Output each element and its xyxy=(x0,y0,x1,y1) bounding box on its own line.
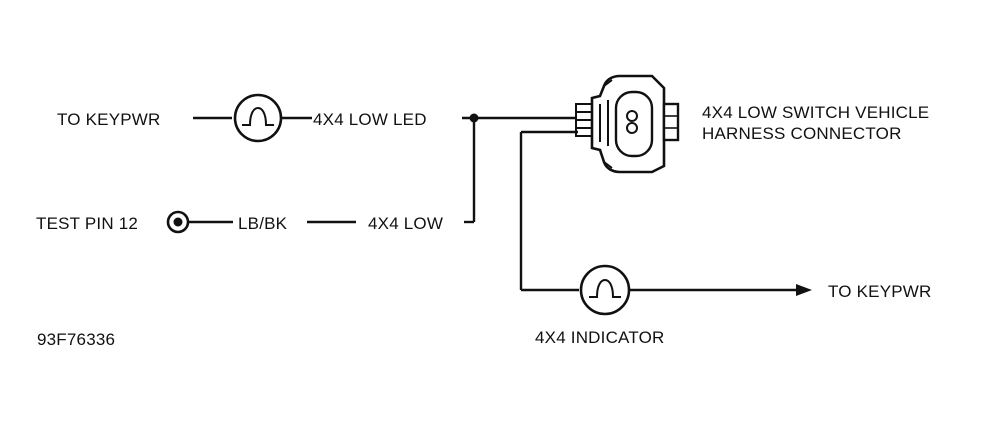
label-4x4-low-led: 4X4 LOW LED xyxy=(313,110,427,129)
connector-icon xyxy=(575,74,680,174)
label-4x4-indicator: 4X4 INDICATOR xyxy=(535,328,665,347)
test-pin-icon xyxy=(166,210,190,234)
label-4x4-low: 4X4 LOW xyxy=(368,214,443,233)
label-switch-line2: HARNESS CONNECTOR xyxy=(702,124,902,143)
label-figure-id: 93F76336 xyxy=(37,330,115,349)
label-to-keypwr-right: TO KEYPWR xyxy=(828,282,932,301)
label-switch-line1: 4X4 LOW SWITCH VEHICLE xyxy=(702,103,929,122)
lamp-icon xyxy=(233,93,283,143)
arrow-right-icon xyxy=(796,284,812,296)
lamp-icon xyxy=(579,264,631,316)
label-to-keypwr-left: TO KEYPWR xyxy=(57,110,161,129)
label-test-pin-12: TEST PIN 12 xyxy=(36,214,138,233)
label-lb-bk: LB/BK xyxy=(238,214,288,233)
